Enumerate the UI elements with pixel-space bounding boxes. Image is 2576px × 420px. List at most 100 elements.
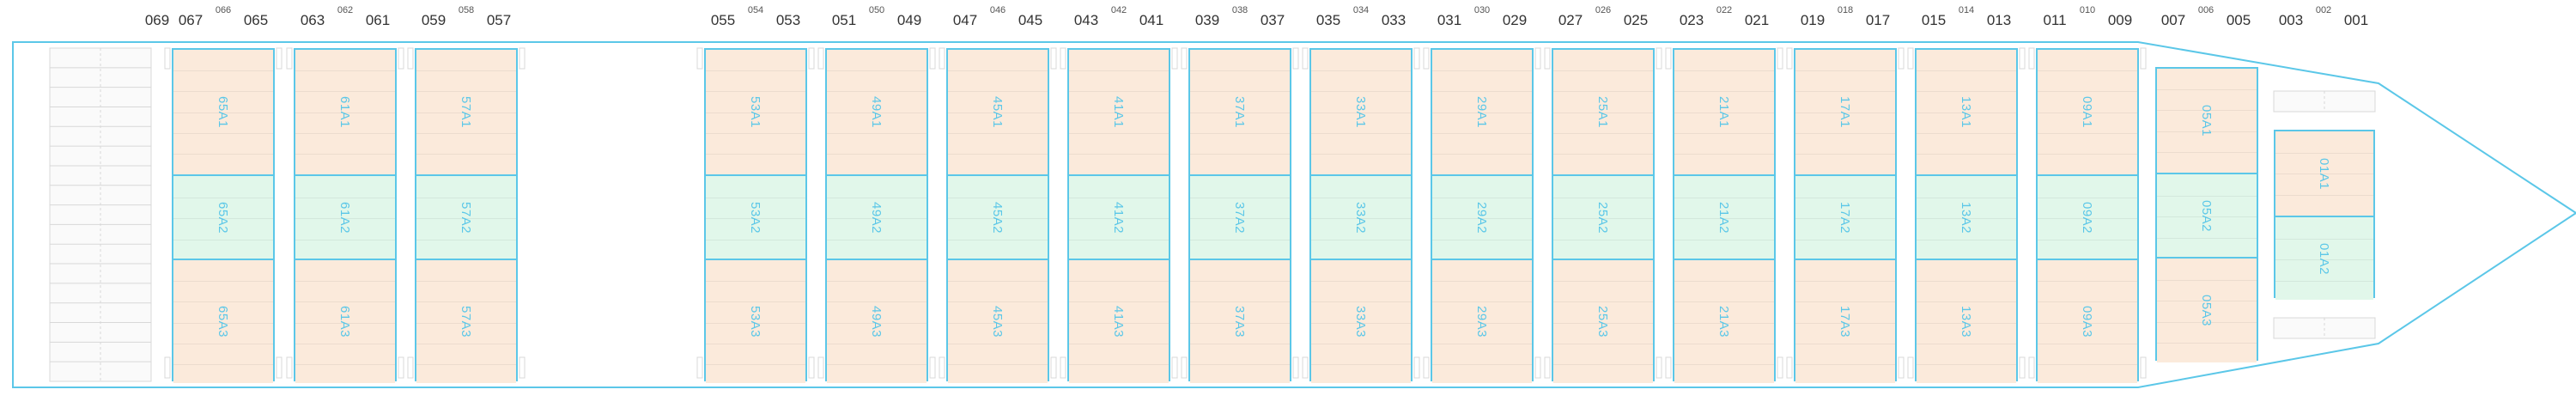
bay-section-a1[interactable]: 57A1	[416, 50, 516, 174]
bay-section-a3[interactable]: 57A3	[416, 259, 516, 383]
slot-row-line	[2275, 152, 2373, 154]
bay-section-a3[interactable]: 21A3	[1674, 259, 1774, 383]
bay-section-a3[interactable]: 09A3	[2038, 259, 2137, 383]
bay-41[interactable]: 41A1 41A2 41A3	[1067, 48, 1170, 383]
bay-section-a1[interactable]: 29A1	[1432, 50, 1532, 174]
slot-row-line	[706, 153, 805, 155]
bay-section-a2[interactable]: 21A2	[1674, 174, 1774, 259]
bay-section-a1[interactable]: 05A1	[2157, 69, 2257, 173]
bay-section-a2[interactable]: 37A2	[1190, 174, 1290, 259]
bay-section-label: 13A3	[1959, 305, 1974, 338]
bay-section-a3[interactable]: 53A3	[706, 259, 805, 383]
bay-section-label: 41A2	[1111, 201, 1127, 234]
bay-53[interactable]: 53A1 53A2 53A3	[704, 48, 807, 383]
bay-side-stub	[817, 47, 824, 70]
bay-section-label: 53A2	[748, 201, 763, 234]
bay-section-a1[interactable]: 17A1	[1795, 50, 1895, 174]
bay-section-a2[interactable]: 61A2	[295, 174, 395, 259]
bay-section-a3[interactable]: 05A3	[2157, 257, 2257, 362]
bay-section-a1[interactable]: 65A1	[173, 50, 273, 174]
bay-section-a1[interactable]: 33A1	[1311, 50, 1411, 174]
bay-number-right: 041	[1139, 12, 1164, 28]
slot-row-line	[706, 218, 805, 219]
bay-45[interactable]: 45A1 45A2 45A3	[946, 48, 1049, 383]
bay-section-a1[interactable]: 37A1	[1190, 50, 1290, 174]
bay-section-a1[interactable]: 53A1	[706, 50, 805, 174]
slot-row-line	[706, 322, 805, 324]
bay-section-a3[interactable]: 61A3	[295, 259, 395, 383]
slot-row-line	[1190, 363, 1290, 365]
bay-section-a2[interactable]: 25A2	[1553, 174, 1653, 259]
bay-section-label: 45A1	[990, 95, 1005, 129]
slot-row-line	[1069, 218, 1169, 219]
bay-section-a3[interactable]: 17A3	[1795, 259, 1895, 383]
bay-section-a3[interactable]: 49A3	[827, 259, 927, 383]
bay-section-a1[interactable]: 13A1	[1917, 50, 2016, 174]
bay-side-stub	[808, 356, 815, 379]
bay-section-a1[interactable]: 45A1	[948, 50, 1048, 174]
bay-section-label: 45A2	[990, 201, 1005, 234]
bay-section-label: 41A3	[1111, 305, 1127, 338]
bay-section-a3[interactable]: 33A3	[1311, 259, 1411, 383]
bay-section-a2[interactable]: 49A2	[827, 174, 927, 259]
slot-row-line	[1795, 132, 1895, 134]
bay-section-a1[interactable]: 01A1	[2275, 131, 2373, 216]
bay-number-right: 049	[896, 12, 922, 28]
bay-section-a3[interactable]: 41A3	[1069, 259, 1169, 383]
bay-side-stub	[1656, 356, 1662, 379]
bay-section-label: 01A1	[2317, 157, 2332, 190]
slot-row-line	[2157, 237, 2257, 239]
slot-row-line	[948, 70, 1048, 72]
slot-row-line	[416, 132, 516, 134]
bay-section-a1[interactable]: 61A1	[295, 50, 395, 174]
bay-section-a2[interactable]: 33A2	[1311, 174, 1411, 259]
bay-section-a3[interactable]: 37A3	[1190, 259, 1290, 383]
bay-section-a2[interactable]: 13A2	[1917, 174, 2016, 259]
bay-section-a1[interactable]: 49A1	[827, 50, 927, 174]
bay-section-a1[interactable]: 09A1	[2038, 50, 2137, 174]
bay-section-a2[interactable]: 41A2	[1069, 174, 1169, 259]
bay-section-a2[interactable]: 05A2	[2157, 173, 2257, 257]
bay-number-right: 037	[1260, 12, 1285, 28]
slot-row-line	[416, 281, 516, 283]
bay-01[interactable]: 01A1 01A2	[2274, 130, 2375, 300]
bay-section-a3[interactable]: 29A3	[1432, 259, 1532, 383]
bay-section-label: 37A3	[1232, 305, 1248, 338]
bay-section-a1[interactable]: 41A1	[1069, 50, 1169, 174]
bay-section-a2[interactable]: 17A2	[1795, 174, 1895, 259]
bay-side-stub	[1302, 47, 1309, 70]
bay-section-a2[interactable]: 09A2	[2038, 174, 2137, 259]
bay-section-a3[interactable]: 13A3	[1917, 259, 2016, 383]
slot-row-line	[1553, 322, 1653, 324]
bay-section-a2[interactable]: 53A2	[706, 174, 805, 259]
bay-number-right: 009	[2107, 12, 2133, 28]
bay-section-a3[interactable]: 65A3	[173, 259, 273, 383]
bay-section-a1[interactable]: 25A1	[1553, 50, 1653, 174]
slot-row-line	[2157, 131, 2257, 132]
bay-section-a2[interactable]: 57A2	[416, 174, 516, 259]
bay-section-a2[interactable]: 29A2	[1432, 174, 1532, 259]
bay-section-a2[interactable]: 45A2	[948, 174, 1048, 259]
slot-row-line	[1432, 301, 1532, 303]
bay-section-a3[interactable]: 45A3	[948, 259, 1048, 383]
bay-section-a1[interactable]: 21A1	[1674, 50, 1774, 174]
bay-section-a2[interactable]: 65A2	[173, 174, 273, 259]
slot-row-line	[1311, 153, 1411, 155]
bay-number-left: 067	[178, 12, 204, 28]
bay-section-a3[interactable]: 25A3	[1553, 259, 1653, 383]
slot-row-line	[1674, 322, 1774, 324]
bay-section-a2[interactable]: 01A2	[2275, 216, 2373, 300]
